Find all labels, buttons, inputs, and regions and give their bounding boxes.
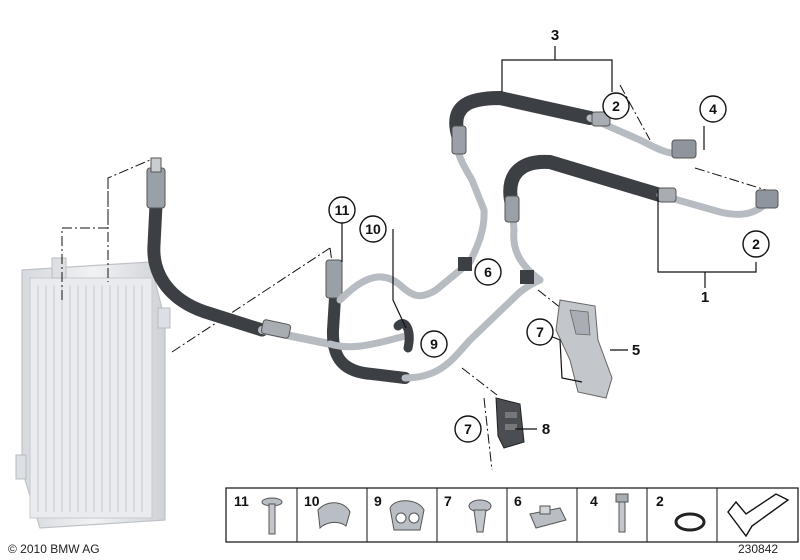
- legend-item-9[interactable]: 9: [374, 493, 425, 531]
- legend-item-2[interactable]: 2: [656, 493, 706, 532]
- callout-2a-label: 2: [612, 98, 620, 114]
- legend-number: 2: [656, 493, 664, 509]
- callout-5-label[interactable]: 5: [632, 342, 640, 359]
- expanding-rivet-icon: [468, 499, 492, 533]
- leader-lines: [341, 46, 757, 430]
- legend-number: 4: [590, 493, 598, 509]
- callout-7a[interactable]: 7: [526, 318, 554, 346]
- clip-holder: [495, 397, 525, 449]
- screw-icon: [615, 493, 629, 533]
- callout-2b[interactable]: 2: [742, 230, 770, 258]
- legend-item-arrow[interactable]: [727, 493, 790, 538]
- legend-strip: 11 10 9 7: [225, 487, 799, 543]
- callout-4-label: 4: [709, 101, 717, 117]
- legend-item-11[interactable]: 11: [234, 493, 283, 535]
- callout-9-label: 9: [430, 336, 438, 352]
- upper-feed-line: [449, 90, 697, 266]
- o-ring-icon: [674, 512, 706, 532]
- callout-7a-label: 7: [536, 324, 544, 340]
- oil-cooler: [15, 257, 171, 529]
- center-oil-line: [325, 258, 544, 384]
- callout-3-label[interactable]: 3: [551, 27, 559, 44]
- reference-lines: [61, 84, 767, 471]
- legend-item-6[interactable]: 6: [514, 493, 567, 529]
- callout-8-label[interactable]: 8: [542, 421, 550, 438]
- diagram-id: 230842: [738, 542, 778, 556]
- callout-11[interactable]: 11: [328, 196, 356, 224]
- legend-number: 9: [374, 493, 382, 509]
- legend-number: 11: [234, 493, 249, 509]
- copyright-text: © 2010 BMW AG: [8, 542, 100, 556]
- callout-10-label: 10: [365, 221, 381, 237]
- callout-6-label: 6: [484, 264, 492, 280]
- callout-10[interactable]: 10: [359, 215, 387, 243]
- left-oil-hose: [146, 157, 334, 348]
- hose-clip-icon: [317, 502, 351, 530]
- callout-4[interactable]: 4: [699, 95, 727, 123]
- bracket: [555, 299, 613, 399]
- callout-1-label[interactable]: 1: [701, 289, 709, 306]
- legend-item-10[interactable]: 10: [304, 493, 351, 530]
- lower-return-line: [458, 154, 779, 284]
- callout-2b-label: 2: [752, 236, 760, 252]
- callout-2a[interactable]: 2: [602, 92, 630, 120]
- callout-7b[interactable]: 7: [454, 415, 482, 443]
- callout-7b-label: 7: [464, 421, 472, 437]
- direction-arrow-icon: [727, 493, 790, 538]
- callout-9[interactable]: 9: [420, 330, 448, 358]
- callout-6[interactable]: 6: [474, 258, 502, 286]
- double-clip-icon: [389, 500, 425, 531]
- spring-nut-icon: [529, 505, 567, 529]
- legend-number: 10: [304, 493, 320, 509]
- legend-item-4[interactable]: 4: [590, 493, 629, 533]
- bolt-icon: [261, 497, 283, 535]
- callout-11-label: 11: [335, 202, 350, 218]
- legend-item-7[interactable]: 7: [444, 493, 492, 533]
- legend-number: 6: [514, 493, 522, 509]
- legend-number: 7: [444, 493, 452, 509]
